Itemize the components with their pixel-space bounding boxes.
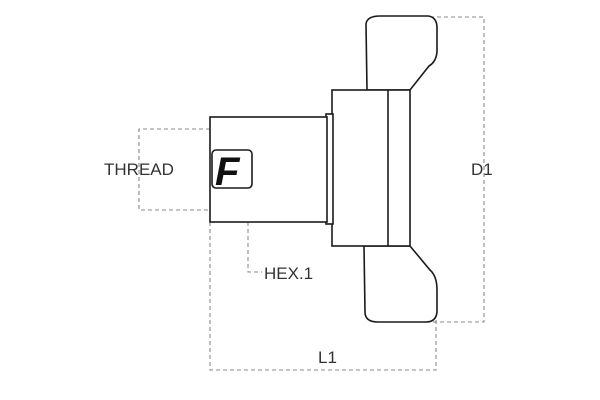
fitting-body: F	[209, 15, 438, 323]
wing-nut-hub	[331, 89, 411, 247]
brand-logo-box	[211, 149, 253, 189]
l1-label: L1	[318, 348, 337, 367]
wing-nut-lower-lug	[363, 245, 438, 323]
dimension-lines	[138, 16, 485, 371]
brand-logo: F	[211, 149, 253, 194]
thread-dimension-line	[138, 128, 210, 211]
brand-logo-letter: F	[215, 150, 241, 194]
d1-label: D1	[471, 160, 493, 179]
l1-dimension-line	[209, 222, 437, 371]
d1-dimension-line	[400, 16, 485, 323]
hex-leader-line	[247, 222, 262, 273]
thread-label: THREAD	[104, 160, 174, 179]
wing-nut-upper-lug	[365, 15, 438, 91]
hex-label: HEX.1	[264, 264, 313, 283]
